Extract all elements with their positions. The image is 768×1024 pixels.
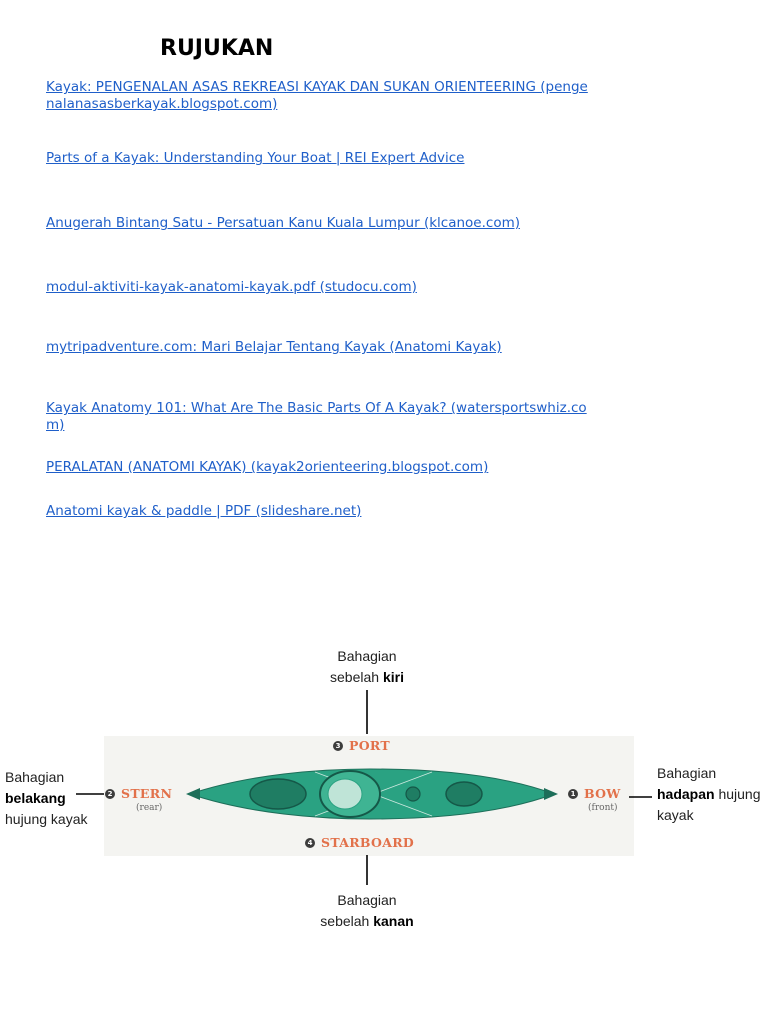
front-hatch	[445, 781, 483, 807]
reference-link-5[interactable]: mytripadventure.com: Mari Belajar Tentan…	[46, 339, 502, 355]
stern-label: STERN	[121, 786, 173, 801]
reference-link-3[interactable]: Anugerah Bintang Satu - Persatuan Kanu K…	[46, 215, 520, 231]
top-callout: Bahagian sebelah kiri	[330, 648, 404, 685]
right-callout: Bahagian hadapan hujung kayak	[657, 765, 761, 823]
port-label: PORT	[349, 738, 390, 753]
page-title: RUJUKAN	[160, 36, 274, 61]
rear-hatch	[249, 778, 307, 810]
reference-link-2[interactable]: Parts of a Kayak: Understanding Your Boa…	[46, 150, 465, 166]
bow-arrow	[544, 788, 558, 800]
starboard-label: STARBOARD	[321, 835, 415, 850]
reference-link-8[interactable]: Anatomi kayak & paddle | PDF (slideshare…	[46, 503, 362, 519]
day-hatch	[405, 786, 421, 802]
bow-label: BOW	[584, 786, 621, 801]
reference-link-7[interactable]: PERALATAN (ANATOMI KAYAK) (kayak2oriente…	[46, 459, 489, 475]
bow-number-badge: 1	[568, 789, 578, 799]
left-callout: Bahagian belakang hujung kayak	[5, 769, 88, 827]
starboard-number-badge: 4	[305, 838, 315, 848]
stern-number-badge: 2	[105, 789, 115, 799]
port-number-badge: 3	[333, 741, 343, 751]
stern-note: (rear)	[136, 803, 163, 813]
cockpit-seat	[327, 778, 363, 810]
reference-link-6[interactable]: Kayak Anatomy 101: What Are The Basic Pa…	[46, 400, 587, 433]
bow-note: (front)	[588, 803, 618, 813]
reference-link-4[interactable]: modul-aktiviti-kayak-anatomi-kayak.pdf (…	[46, 279, 417, 295]
reference-link-1[interactable]: Kayak: PENGENALAN ASAS REKREASI KAYAK DA…	[46, 79, 588, 112]
bottom-callout: Bahagian sebelah kanan	[320, 892, 414, 929]
stern-arrow	[186, 788, 200, 800]
